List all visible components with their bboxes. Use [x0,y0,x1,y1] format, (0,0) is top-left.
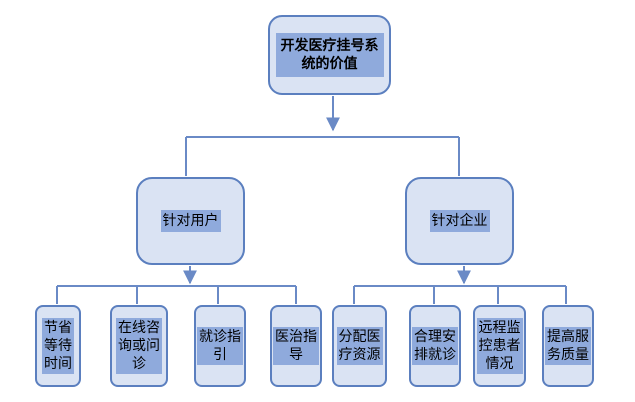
leaf-users-3: 就诊指引 [194,305,246,387]
node-root: 开发医疗挂号系统的价值 [268,15,391,95]
leaf-users-4: 医治指导 [270,305,322,387]
leaf-users-2: 在线咨询或问诊 [110,305,168,387]
node-users-label: 针对用户 [160,210,221,232]
leaf-users-3-label: 就诊指引 [197,327,243,365]
node-business: 针对企业 [405,177,514,265]
leaf-business-2: 合理安排就诊 [409,305,461,387]
node-business-label: 针对企业 [429,210,490,232]
leaf-business-2-label: 合理安排就诊 [412,327,458,365]
leaf-users-1-label: 节省等待时间 [42,318,74,374]
leaf-users-1: 节省等待时间 [35,305,81,387]
node-root-label: 开发医疗挂号系统的价值 [275,33,384,77]
leaf-business-1-label: 分配医疗资源 [336,327,383,365]
leaf-business-3: 远程监控患者情况 [473,305,526,387]
leaf-business-4: 提高服务质量 [542,305,594,387]
leaf-business-1: 分配医疗资源 [332,305,387,387]
leaf-users-4-label: 医治指导 [273,327,319,365]
node-users: 针对用户 [136,177,245,265]
leaf-users-2-label: 在线咨询或问诊 [116,318,162,374]
leaf-business-4-label: 提高服务质量 [545,327,591,365]
leaf-business-3-label: 远程监控患者情况 [476,318,523,374]
